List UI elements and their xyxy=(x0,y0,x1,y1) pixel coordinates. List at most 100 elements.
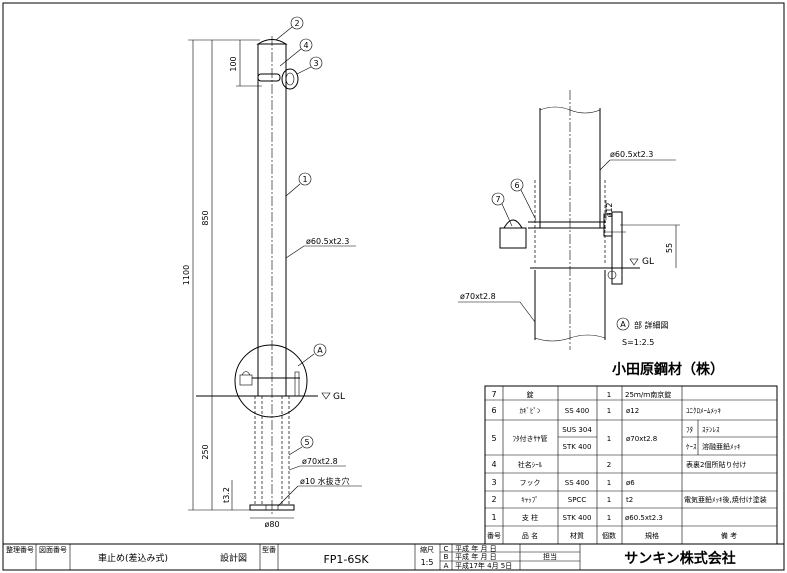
row6-material: SS 400 xyxy=(565,407,589,415)
hook-ring xyxy=(281,68,299,90)
row5-name: ﾌﾀ付きｻﾔ管 xyxy=(513,434,548,443)
detail-gl-label: GL xyxy=(642,257,654,267)
label-model: 型番 xyxy=(262,545,276,554)
row5-no: 5 xyxy=(491,434,496,443)
row2-qty: 1 xyxy=(607,496,611,504)
company-name: 小田原鋼材（株） xyxy=(612,361,724,378)
row1-material: STK 400 xyxy=(563,514,592,522)
label-scale: 縮尺 xyxy=(420,545,434,554)
callout-7: 7 xyxy=(495,195,500,204)
row6-spec: ø12 xyxy=(626,407,639,415)
company-logo: サンキン株式会社 xyxy=(624,550,736,567)
row3-name: フック xyxy=(520,479,541,487)
row1-no: 1 xyxy=(491,513,496,522)
row1-spec: ø60.5xt2.3 xyxy=(625,514,663,522)
row6-qty: 1 xyxy=(607,407,611,415)
row7-qty: 1 xyxy=(607,391,611,399)
drawing-type: 設計図 xyxy=(220,552,247,564)
model-number: FP1-6SK xyxy=(323,553,369,566)
row1-name: 支 柱 xyxy=(522,513,538,522)
row5-material-2: STK 400 xyxy=(563,443,592,451)
header-note: 備 考 xyxy=(721,531,737,540)
detail-pipe-upper-label: ø60.5xt2.3 xyxy=(610,150,653,159)
row3-material: SS 400 xyxy=(565,479,589,487)
header-name: 品 名 xyxy=(522,531,538,540)
rev-a-date: 平成17年 4月 5日 xyxy=(455,561,512,570)
rev-c-date: 平成 年 月 日 xyxy=(455,544,497,553)
row6-name: ｶｷﾞﾋﾟﾝ xyxy=(520,407,541,415)
row6-note: ﾕﾆｸﾛﾒｰﾑﾒｯｷ xyxy=(686,407,721,415)
parts-table: 7 錠 1 25ｍ/ｍ南京錠 6 ｶｷﾞﾋﾟﾝ SS 400 1 ø12 ﾕﾆｸ… xyxy=(484,385,778,545)
row5-note-2: 溶融亜鉛ﾒｯｷ xyxy=(702,442,741,451)
detail-title-mark: A xyxy=(620,320,626,329)
product-name: 車止め(差込み式) xyxy=(98,552,168,564)
row2-name: ｷｬｯﾌﾟ xyxy=(521,496,539,504)
cap-outline xyxy=(256,39,288,45)
callout-6: 6 xyxy=(514,181,519,190)
row5-note-1-label: ﾌﾀ xyxy=(686,426,694,434)
gl-label: GL xyxy=(333,392,345,402)
padlock-small xyxy=(239,374,253,386)
dim-55: 55 xyxy=(665,243,674,253)
row4-name: 社名ｼｰﾙ xyxy=(518,460,543,469)
drain-hole-label: ø10 水抜き穴 xyxy=(300,476,350,486)
row7-spec: 25ｍ/ｍ南京錠 xyxy=(625,390,671,399)
detail-title: 部 詳細図 xyxy=(634,320,669,330)
row7-no: 7 xyxy=(491,390,496,399)
header-spec: 規格 xyxy=(645,531,659,540)
left-leader-labels: ø60.5xt2.3 ø70xt2.8 ø10 水抜き穴 xyxy=(277,237,362,507)
header-qty: 個数 xyxy=(602,531,616,540)
left-callouts: 2 4 3 1 5 xyxy=(275,16,323,456)
row3-qty: 1 xyxy=(607,479,611,487)
row7-name: 錠 xyxy=(527,390,534,399)
row5-note-2-label: ｹｰｽ xyxy=(686,443,697,451)
row5-note-1: ｽﾃﾝﾚｽ xyxy=(702,426,720,434)
row4-qty: 2 xyxy=(607,461,611,469)
detail-view: GL 55 ø12 ø60.5xt2.3 ø70xt2.8 6 7 A 部 xyxy=(458,90,680,350)
dim-850: 850 xyxy=(201,210,210,225)
left-dimensions: 100 850 1100 250 t3.2 ø80 xyxy=(182,39,294,529)
dim-100: 100 xyxy=(229,56,238,71)
row3-no: 3 xyxy=(491,478,496,487)
row3-spec: ø6 xyxy=(626,479,635,487)
callout-5: 5 xyxy=(304,438,309,447)
dim-250: 250 xyxy=(201,444,210,459)
header-material: 材質 xyxy=(570,531,584,540)
scale-value: 1:5 xyxy=(421,558,434,567)
label-seiri-bango: 整理番号 xyxy=(6,545,34,554)
detail-a-circle xyxy=(234,344,308,418)
rev-b-mark: B xyxy=(444,553,449,561)
callout-2: 2 xyxy=(294,19,299,28)
row6-no: 6 xyxy=(491,406,496,415)
base-plate xyxy=(249,504,295,511)
callout-1: 1 xyxy=(302,175,307,184)
row5-qty: 1 xyxy=(607,435,611,443)
row5-material-1: SUS 304 xyxy=(562,426,592,434)
callout-3: 3 xyxy=(313,59,318,68)
header-no: 番号 xyxy=(487,532,501,540)
rev-b-person: 担当 xyxy=(543,552,557,561)
callout-4: 4 xyxy=(303,41,308,50)
dim-t3-2: t3.2 xyxy=(222,487,231,503)
detail-pipe-lower-label: ø70xt2.8 xyxy=(460,292,496,301)
row1-qty: 1 xyxy=(607,514,611,522)
row2-spec: t2 xyxy=(626,496,633,504)
dim-o80: ø80 xyxy=(264,520,279,529)
pipe-lower-label: ø70xt2.8 xyxy=(302,457,338,466)
row2-material: SPCC xyxy=(568,496,587,504)
row5-spec: ø70xt2.8 xyxy=(626,435,657,443)
row4-no: 4 xyxy=(491,460,496,469)
row4-note: 表裏2個所貼り付け xyxy=(686,460,746,469)
title-block: 整理番号 図面番号 車止め(差込み式) 設計図 型番 FP1-6SK 縮尺 1:… xyxy=(2,543,785,571)
rev-b-date: 平成 年 月 日 xyxy=(455,552,497,561)
detail-scale: S=1:2.5 xyxy=(622,338,654,347)
row2-no: 2 xyxy=(491,495,496,504)
detail-a-mark: A xyxy=(317,346,323,355)
padlock xyxy=(499,227,527,249)
rev-a-mark: A xyxy=(444,562,449,570)
dim-1100: 1100 xyxy=(182,265,191,285)
pin-slot xyxy=(257,73,281,82)
